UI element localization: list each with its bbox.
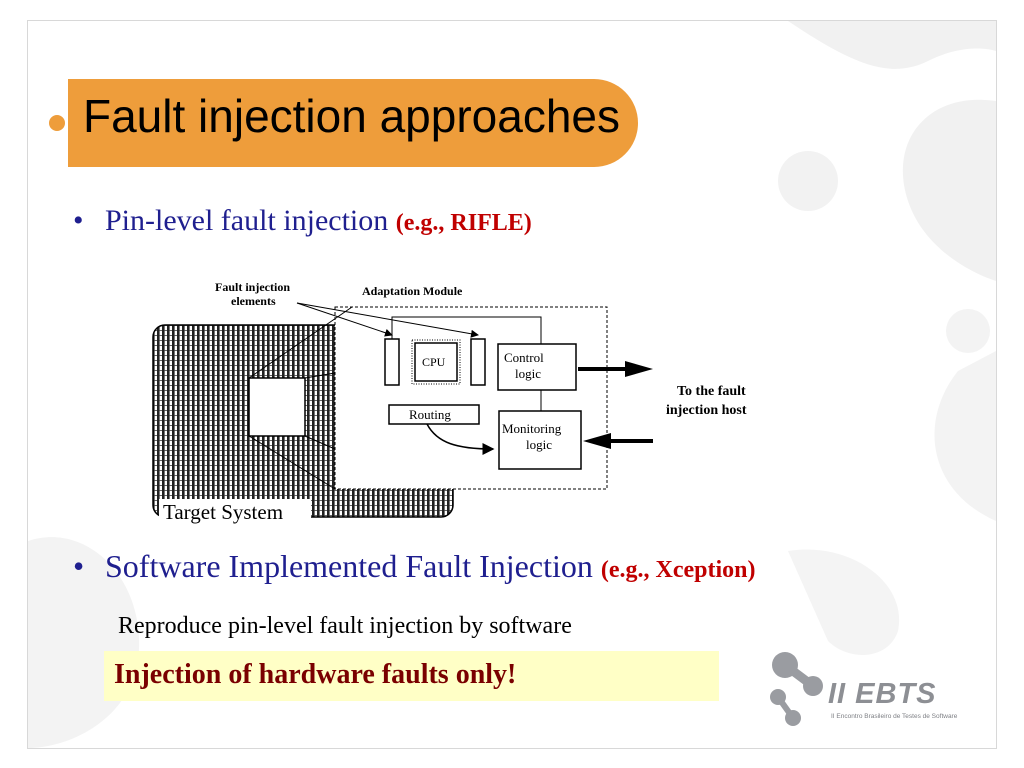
host-label-line1: To the fault (677, 384, 746, 399)
bullet-text: Software Implemented Fault Injection (105, 548, 601, 584)
cpu-chip (414, 342, 458, 382)
ebts-logo-icon (770, 652, 823, 726)
bullet-text: Pin-level fault injection (105, 204, 396, 237)
monitoring-logic-line1: Monitoring (502, 421, 562, 436)
slide: Fault injection approaches • Pin-level fa… (27, 20, 997, 749)
fault-injection-element-left (384, 338, 400, 386)
fault-elements-label-line1: Fault injection (215, 280, 290, 294)
fault-elements-label-line2: elements (231, 294, 276, 308)
highlight-box: Injection of hardware faults only! (104, 651, 719, 701)
monitoring-logic-line2: logic (526, 437, 552, 452)
control-logic-line2: logic (515, 366, 541, 381)
target-socket (248, 377, 306, 437)
bullet-symbol: • (73, 548, 85, 584)
target-system-label: Target System (163, 500, 283, 524)
highlight-text: Injection of hardware faults only! (114, 659, 517, 690)
target-label-bg (159, 499, 311, 525)
bullet-symbol: • (73, 204, 84, 237)
slide-title: Fault injection approaches (83, 90, 620, 142)
fault-injection-element-right (470, 338, 486, 386)
host-label-line2: injection host (666, 403, 747, 418)
routing-label: Routing (409, 407, 451, 422)
cpu-label: CPU (422, 355, 446, 369)
title-band (68, 79, 638, 167)
adaptation-module-label: Adaptation Module (362, 284, 463, 298)
ebts-logo-subtitle: II Encontro Brasileiro de Testes de Soft… (831, 713, 958, 720)
control-logic-line1: Control (504, 350, 544, 365)
bullet-pin-level: • Pin-level fault injection (e.g., RIFLE) (73, 204, 532, 238)
bullet-example: (e.g., RIFLE) (395, 210, 532, 236)
pin-level-diagram: Target System CPU Control logic Routing … (152, 280, 747, 525)
routing-box (388, 404, 480, 425)
title-bullet-dot (46, 112, 68, 134)
control-logic-box (497, 343, 577, 391)
monitoring-logic-box (498, 410, 582, 470)
bullet-example: (e.g., Xception) (600, 557, 756, 583)
bullet-software-implemented: • Software Implemented Fault Injection (e… (73, 548, 756, 585)
ebts-logo-text: II EBTS (828, 678, 937, 710)
subtext: Reproduce pin-level fault injection by s… (118, 613, 572, 639)
